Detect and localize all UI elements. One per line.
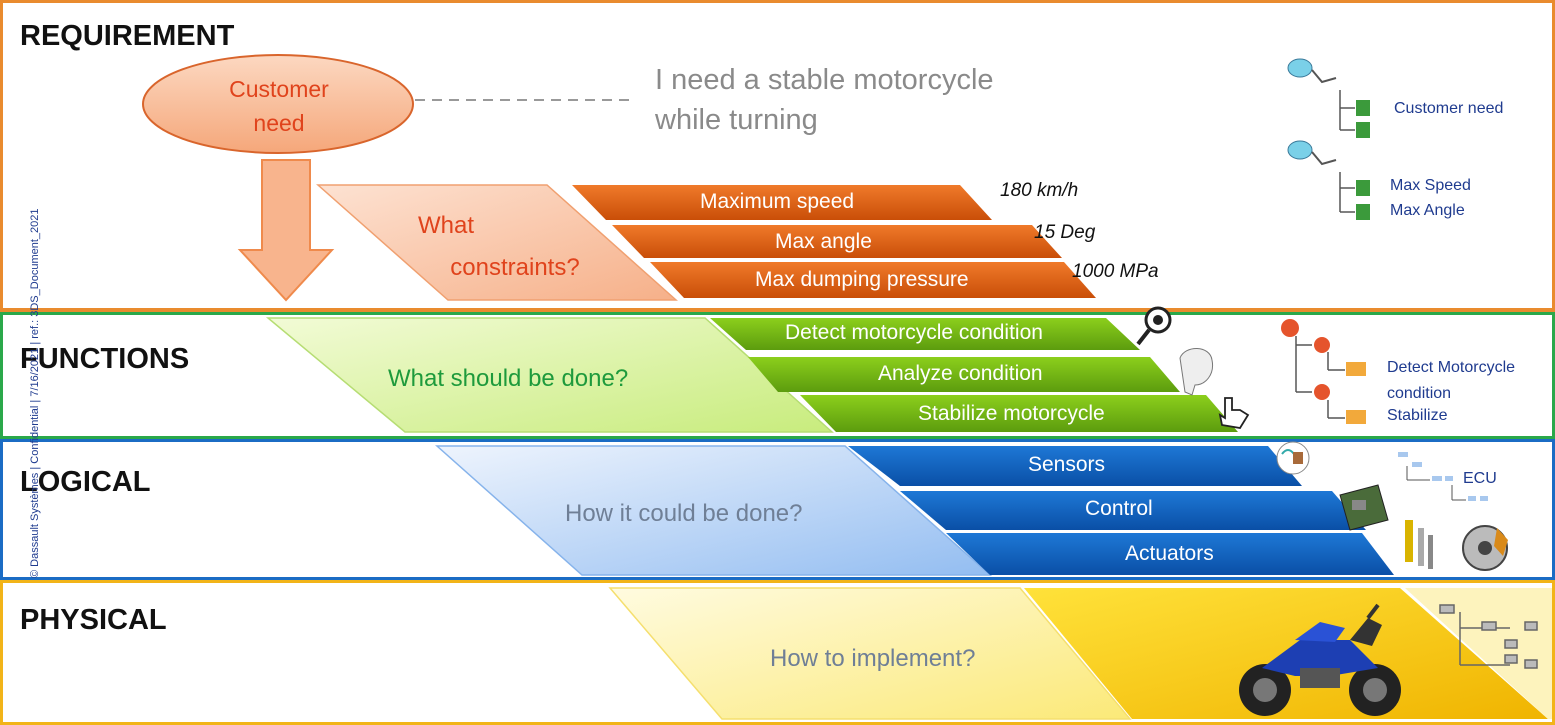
- function-label-detect: Detect motorcycle condition: [785, 321, 1043, 344]
- constraint-label-pressure: Max dumping pressure: [755, 268, 969, 291]
- functions-parallelogram: [265, 317, 834, 433]
- function-label-analyze: Analyze condition: [878, 362, 1043, 385]
- shock-absorber-icon: [1405, 520, 1433, 569]
- logical-label-sensors: Sensors: [1028, 453, 1106, 476]
- constraints-question-line1: What: [418, 212, 475, 239]
- physical-parallelogram: [608, 587, 1132, 720]
- constraint-value-angle: 15 Deg: [1034, 222, 1096, 243]
- req-tree-item-max-angle: Max Angle: [1390, 202, 1465, 219]
- brain-icon: [1179, 348, 1214, 396]
- constraint-value-speed: 180 km/h: [1000, 180, 1079, 201]
- physical-question: How to implement?: [770, 645, 976, 672]
- constraints-parallelogram: [316, 184, 678, 301]
- logical-tree-item-ecu: ECU: [1463, 470, 1497, 487]
- req-tree-item-customer-need: Customer need: [1394, 100, 1504, 117]
- constraint-label-speed: Maximum speed: [700, 190, 855, 213]
- ecu-board-icon: [1339, 484, 1389, 531]
- copyright-side-text: © Dassault Systèmes | Confidential | 7/1…: [29, 208, 41, 579]
- function-bar-analyze: [748, 357, 1180, 392]
- layer-title-physical: PHYSICAL: [20, 604, 167, 636]
- constraint-value-pressure: 1000 MPa: [1072, 261, 1159, 282]
- logical-bar-control: [900, 491, 1366, 530]
- func-tree-item-stabilize: Stabilize: [1387, 407, 1448, 424]
- logical-label-actuators: Actuators: [1125, 542, 1214, 565]
- func-tree-item-detect: Detect Motorcycle: [1387, 359, 1516, 376]
- brake-disc-icon: [1462, 525, 1508, 571]
- sensor-icon: [1276, 441, 1310, 475]
- quote-text-line2: while turning: [655, 104, 818, 136]
- logical-bar-sensors: [848, 446, 1302, 486]
- constraint-bar-angle: [612, 225, 1062, 258]
- logical-bar-actuators: [946, 533, 1394, 575]
- quote-text-line1: I need a stable motorcycle: [655, 64, 994, 96]
- ecu-tree-icon: [1398, 452, 1488, 501]
- customer-need-line1: Customer need: [210, 72, 348, 140]
- function-label-stabilize: Stabilize motorcycle: [918, 402, 1105, 425]
- physical-tree-panel: [1405, 588, 1552, 719]
- logical-question: How it could be done?: [565, 500, 803, 527]
- constraints-question-line2: constraints?: [450, 254, 580, 281]
- layer-title-functions: FUNCTIONS: [20, 343, 190, 375]
- function-bar-detect: [710, 318, 1140, 350]
- constraint-label-angle: Max angle: [775, 230, 872, 253]
- customer-need-label: Customer need: [229, 76, 329, 136]
- down-arrow-icon: [237, 159, 335, 302]
- requirement-tree-icon: [1287, 58, 1370, 220]
- customer-need-ellipse: [142, 54, 414, 154]
- func-tree-item-condition: condition: [1387, 385, 1452, 402]
- physical-tree-icon: [1439, 604, 1538, 669]
- motorcycle-image: [1239, 603, 1401, 716]
- magnifier-icon: [1136, 306, 1172, 346]
- function-bar-stabilize: [800, 395, 1238, 432]
- pointer-hand-icon: [1218, 397, 1250, 429]
- constraint-bar-pressure: [650, 262, 1096, 298]
- layer-title-logical: LOGICAL: [20, 466, 151, 498]
- req-tree-item-max-speed: Max Speed: [1390, 177, 1471, 194]
- constraint-bar-speed: [572, 185, 992, 220]
- functions-question: What should be done?: [388, 365, 629, 392]
- logical-label-control: Control: [1085, 497, 1153, 520]
- functions-tree-icon: [1281, 319, 1366, 424]
- layer-title-requirement: REQUIREMENT: [20, 20, 235, 52]
